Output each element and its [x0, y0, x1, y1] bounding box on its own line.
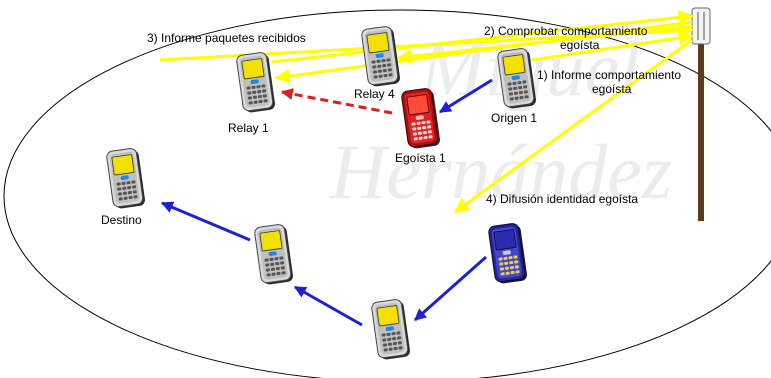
report-arrow-relay1	[271, 10, 694, 64]
data-arrow-to-destination	[160, 201, 251, 242]
watermark-line-2: Hernández	[329, 128, 672, 215]
phone-icon-relay-a	[253, 223, 295, 286]
broadcast-arrow	[453, 38, 693, 214]
step-label-2-line-1: 2) Comprobar comportamiento	[484, 24, 648, 38]
node-label-selfish1: Egoísta 1	[395, 151, 446, 165]
report-arrow-origin	[531, 30, 694, 62]
node-label-relay4: Relay 4	[354, 87, 395, 101]
tower-icon	[691, 7, 711, 221]
step-label-4: 4) Difusión identidad egoísta	[486, 192, 638, 206]
phone-icon-destination	[105, 147, 147, 210]
step-label-2-line-2: egoísta	[560, 38, 600, 52]
data-arrow-source-to-relay-b	[414, 255, 487, 322]
data-arrows	[160, 78, 493, 327]
node-label-destination: Destino	[101, 213, 142, 227]
phone-icon-relay4	[360, 25, 402, 88]
phone-icon-source-blue	[487, 222, 529, 285]
node-label-relay1: Relay 1	[228, 121, 269, 135]
data-arrow-relay-b-to-a	[293, 285, 363, 327]
data-arrow-origin-to-selfish	[438, 78, 493, 114]
step-label-1-line-1: 1) Informe comportamiento	[537, 68, 681, 82]
dropped-arrow	[280, 88, 393, 115]
phone-icon-relay1	[235, 51, 277, 114]
network-boundary	[3, 9, 771, 378]
step-label-1-line-2: egoísta	[592, 82, 632, 96]
step-label-3: 3) Informe paquetes recibidos	[147, 31, 306, 45]
node-label-origin1: Origen 1	[491, 111, 537, 125]
check-arrow-relay4	[396, 24, 693, 64]
phone-icon-relay-b	[370, 298, 412, 361]
